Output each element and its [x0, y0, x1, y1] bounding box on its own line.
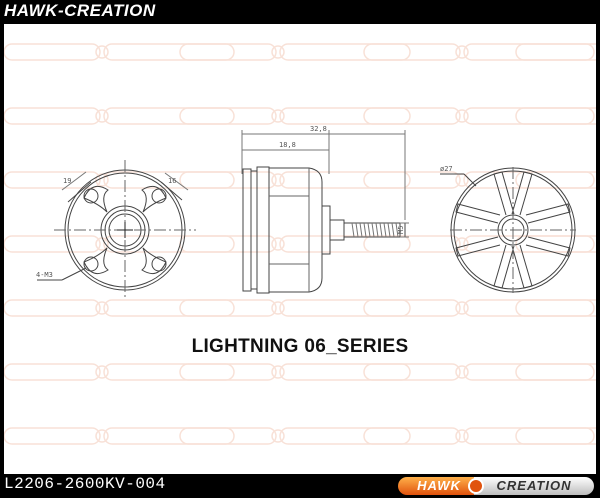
logo-swirl-icon [468, 478, 484, 494]
logo-right-text: CREATION [474, 477, 594, 495]
watermark-tile [363, 235, 595, 253]
watermark-tile [3, 427, 235, 445]
watermark-tile [363, 427, 595, 445]
drawing-panel: 19 16 4-M3 [3, 24, 600, 474]
hawk-creation-logo: HAWK CREATION [398, 477, 594, 495]
front-view [37, 160, 196, 300]
watermark-tile [3, 171, 235, 189]
watermark-tile [3, 363, 235, 381]
watermark-tile [3, 43, 235, 61]
watermark-tile [515, 43, 600, 61]
side-shaft-dia: M5 [397, 226, 405, 234]
watermark-tile [179, 363, 411, 381]
watermark-tile [179, 235, 411, 253]
front-dim-right: 16 [168, 177, 176, 185]
watermark-tile [363, 43, 595, 61]
header-bar: HAWK-CREATION [0, 0, 600, 24]
side-view [241, 130, 409, 294]
model-code: L2206-2600KV-004 [4, 475, 166, 493]
watermark-tile [179, 43, 411, 61]
watermark-tile [179, 427, 411, 445]
watermark-tile [515, 363, 600, 381]
watermark-tile [515, 107, 600, 125]
watermark-tile [179, 299, 411, 317]
watermark-tile [3, 235, 235, 253]
watermark-tile [515, 427, 600, 445]
series-title: LIGHTNING 06_SERIES [191, 336, 409, 357]
rear-view [440, 167, 576, 293]
watermark-tile [363, 299, 595, 317]
front-screw-label: 4-M3 [36, 271, 53, 279]
watermark-tile [3, 299, 235, 317]
logo-left-text: HAWK [398, 477, 480, 495]
side-body-length: 18,8 [279, 141, 296, 149]
front-dim-left: 19 [63, 177, 71, 185]
watermark-tile [515, 171, 600, 189]
footer-bar: L2206-2600KV-004 HAWK CREATION [0, 474, 600, 498]
watermark-layer [3, 43, 600, 445]
watermark-tile [363, 107, 595, 125]
technical-drawing: 19 16 4-M3 [3, 43, 600, 445]
side-overall-length: 32,8 [310, 125, 327, 133]
watermark-tile [515, 235, 600, 253]
watermark-tile [3, 107, 235, 125]
watermark-tile [515, 299, 600, 317]
watermark-tile [363, 171, 595, 189]
brand-title: HAWK-CREATION [4, 1, 156, 20]
watermark-tile [179, 171, 411, 189]
watermark-tile [179, 107, 411, 125]
watermark-tile [363, 363, 595, 381]
rear-diameter: ø27 [440, 165, 453, 173]
